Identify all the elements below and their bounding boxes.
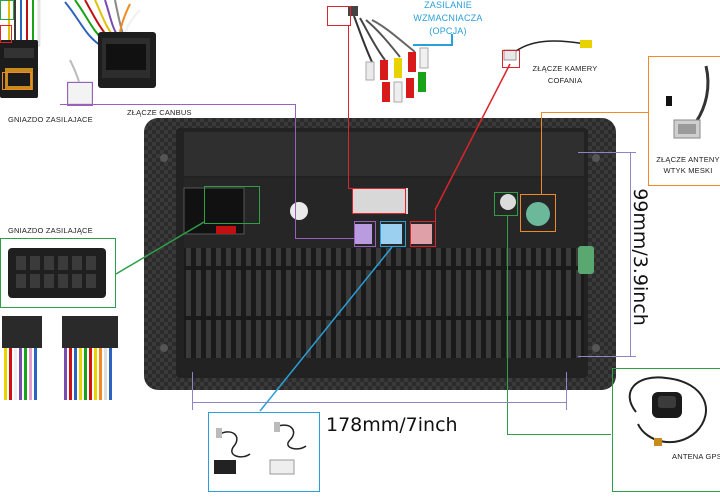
label-amp-line3: (OPCJA) — [429, 26, 467, 36]
dim-width-line — [192, 402, 566, 403]
label-antenna-line1: ZŁĄCZE ANTENY — [656, 155, 720, 164]
leader-amp-v — [348, 26, 349, 188]
label-amp-line2: WZMACNIACZA — [413, 13, 483, 23]
dim-height-label: 99mm/3.9inch — [629, 188, 651, 326]
label-amp-line1: ZASILANIE — [424, 0, 472, 10]
antenna-plug-image — [656, 62, 720, 152]
leader-canbus-h2 — [295, 238, 355, 239]
leader-power-diag — [114, 220, 206, 276]
label-gps: ANTENA GPS — [672, 452, 720, 461]
amp-cable-image — [330, 2, 450, 114]
dim-height-line — [630, 152, 631, 356]
frame-unit-usb — [380, 221, 406, 247]
leader-antenna-h — [541, 112, 649, 113]
dim-width-right — [566, 372, 567, 410]
frame-amp-connector — [327, 6, 351, 26]
frame-canbus-small — [67, 82, 93, 106]
frame-unit-amp-socket — [352, 188, 406, 214]
frame-power-socket-top — [0, 0, 14, 20]
label-power-socket-left: GNIAZDO ZASILAJĄCE — [8, 226, 93, 235]
leader-gps-v — [507, 216, 508, 434]
leader-canbus-v — [295, 104, 296, 238]
radio-unit-back — [144, 118, 616, 390]
frame-camera-connector — [502, 50, 520, 68]
canbus-harness-image — [60, 0, 170, 110]
label-antenna-line2: WTYK MESKI — [663, 166, 713, 175]
label-camera-line2: COFANIA — [547, 76, 583, 85]
leader-antenna-v — [541, 112, 542, 194]
label-camera-line1: ZŁĄCZE KAMERY — [532, 64, 598, 73]
leader-camera — [435, 210, 436, 222]
dim-height-bottom — [578, 356, 636, 357]
leader-canbus-h — [60, 104, 296, 105]
leader-gps-h — [507, 434, 611, 435]
leader-amp-h — [348, 188, 353, 189]
dim-width-label: 178mm/7inch — [326, 414, 458, 436]
frame-power-socket-left — [0, 238, 116, 308]
frame-unit-canbus — [354, 221, 376, 247]
frame-gps — [612, 368, 720, 492]
usb-cables-image — [212, 416, 316, 488]
frame-power-socket-top-inner — [2, 72, 32, 90]
frame-unit-gps — [494, 192, 518, 216]
label-canbus: ZŁĄCZE CANBUS — [127, 108, 192, 117]
frame-unit-power-socket — [204, 186, 260, 224]
frame-power-socket-top-red — [0, 25, 12, 43]
power-socket-image — [8, 244, 106, 302]
amp-label-underline — [413, 44, 453, 46]
label-power-socket-top: GNIAZDO ZASILAJACE — [8, 115, 93, 124]
frame-unit-antenna — [520, 194, 556, 232]
leader-usb-diag — [258, 245, 394, 413]
power-harness-image — [0, 0, 60, 110]
gps-antenna-image — [616, 372, 720, 454]
dim-width-left — [192, 372, 193, 410]
amp-label-tick — [451, 34, 453, 46]
power-wires-image — [0, 312, 126, 400]
frame-usb-cables — [208, 412, 320, 492]
frame-unit-amp-socket2 — [410, 221, 436, 247]
dim-height-top — [578, 152, 636, 153]
leader-camera-diag — [434, 62, 514, 212]
frame-antenna-box — [648, 56, 720, 186]
